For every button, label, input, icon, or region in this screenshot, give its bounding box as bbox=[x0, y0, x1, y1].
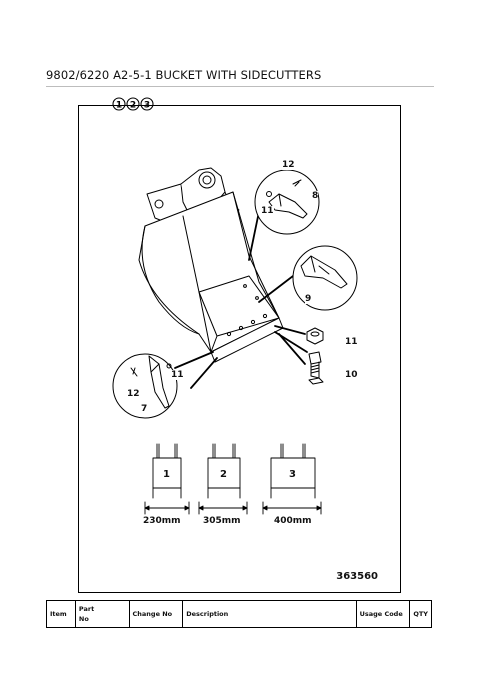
variant-circle-1 bbox=[112, 97, 126, 111]
header-item: Item bbox=[46, 600, 76, 628]
callout-11-right: 11 bbox=[345, 337, 358, 347]
bucket-size-3-number: 3 bbox=[289, 469, 296, 480]
callout-9: 9 bbox=[305, 294, 312, 304]
header-change-no: Change No bbox=[128, 600, 184, 628]
callout-8: 8 bbox=[312, 191, 319, 201]
header-description: Description bbox=[182, 600, 357, 628]
callout-11-top: 11 bbox=[261, 206, 274, 216]
callout-7: 7 bbox=[141, 404, 148, 414]
nut-and-bolt bbox=[306, 327, 324, 385]
pin-hole-lower bbox=[154, 199, 164, 209]
header-part-line1: Part bbox=[78, 605, 95, 613]
bucket-size-1 bbox=[144, 443, 190, 515]
bucket-size-2-width: 305mm bbox=[203, 516, 241, 526]
pin-hole-upper bbox=[198, 171, 216, 189]
variant-circle-2 bbox=[126, 97, 140, 111]
callout-12-top: 12 bbox=[282, 160, 295, 170]
parts-table: Item Part No Change No Description Usage… bbox=[46, 600, 432, 628]
callout-10: 10 bbox=[345, 370, 358, 380]
header-usage-code: Usage Code bbox=[355, 600, 411, 628]
bucket-size-1-number: 1 bbox=[163, 469, 170, 480]
variant-circle-3 bbox=[140, 97, 154, 111]
bucket-size-2 bbox=[198, 443, 248, 515]
figure-number: 363560 bbox=[336, 571, 378, 582]
detail-circle-tooth-8 bbox=[254, 169, 320, 235]
title-divider bbox=[46, 86, 434, 87]
bucket-size-1-width: 230mm bbox=[143, 516, 181, 526]
callout-12-left: 12 bbox=[127, 389, 140, 399]
bucket-size-3-width: 400mm bbox=[274, 516, 312, 526]
page-title: 9802/6220 A2-5-1 BUCKET WITH SIDECUTTERS bbox=[46, 68, 322, 82]
callout-11-left: 11 bbox=[171, 370, 184, 380]
header-qty: QTY bbox=[409, 600, 432, 628]
header-part-line2: No bbox=[78, 615, 89, 623]
exploded-view-drawing bbox=[112, 167, 358, 515]
detail-circle-tooth-7 bbox=[112, 353, 178, 419]
detail-circle-tooth-9 bbox=[292, 245, 358, 311]
header-part-no: Part No bbox=[74, 600, 130, 628]
bucket-size-3 bbox=[262, 443, 322, 515]
parts-table-header-row: Item Part No Change No Description Usage… bbox=[46, 600, 432, 628]
bucket-body bbox=[138, 191, 284, 363]
illustration-frame: 12 8 11 9 11 10 11 12 7 1 2 3 230mm 305m… bbox=[78, 105, 401, 593]
bucket-size-2-number: 2 bbox=[220, 469, 227, 480]
